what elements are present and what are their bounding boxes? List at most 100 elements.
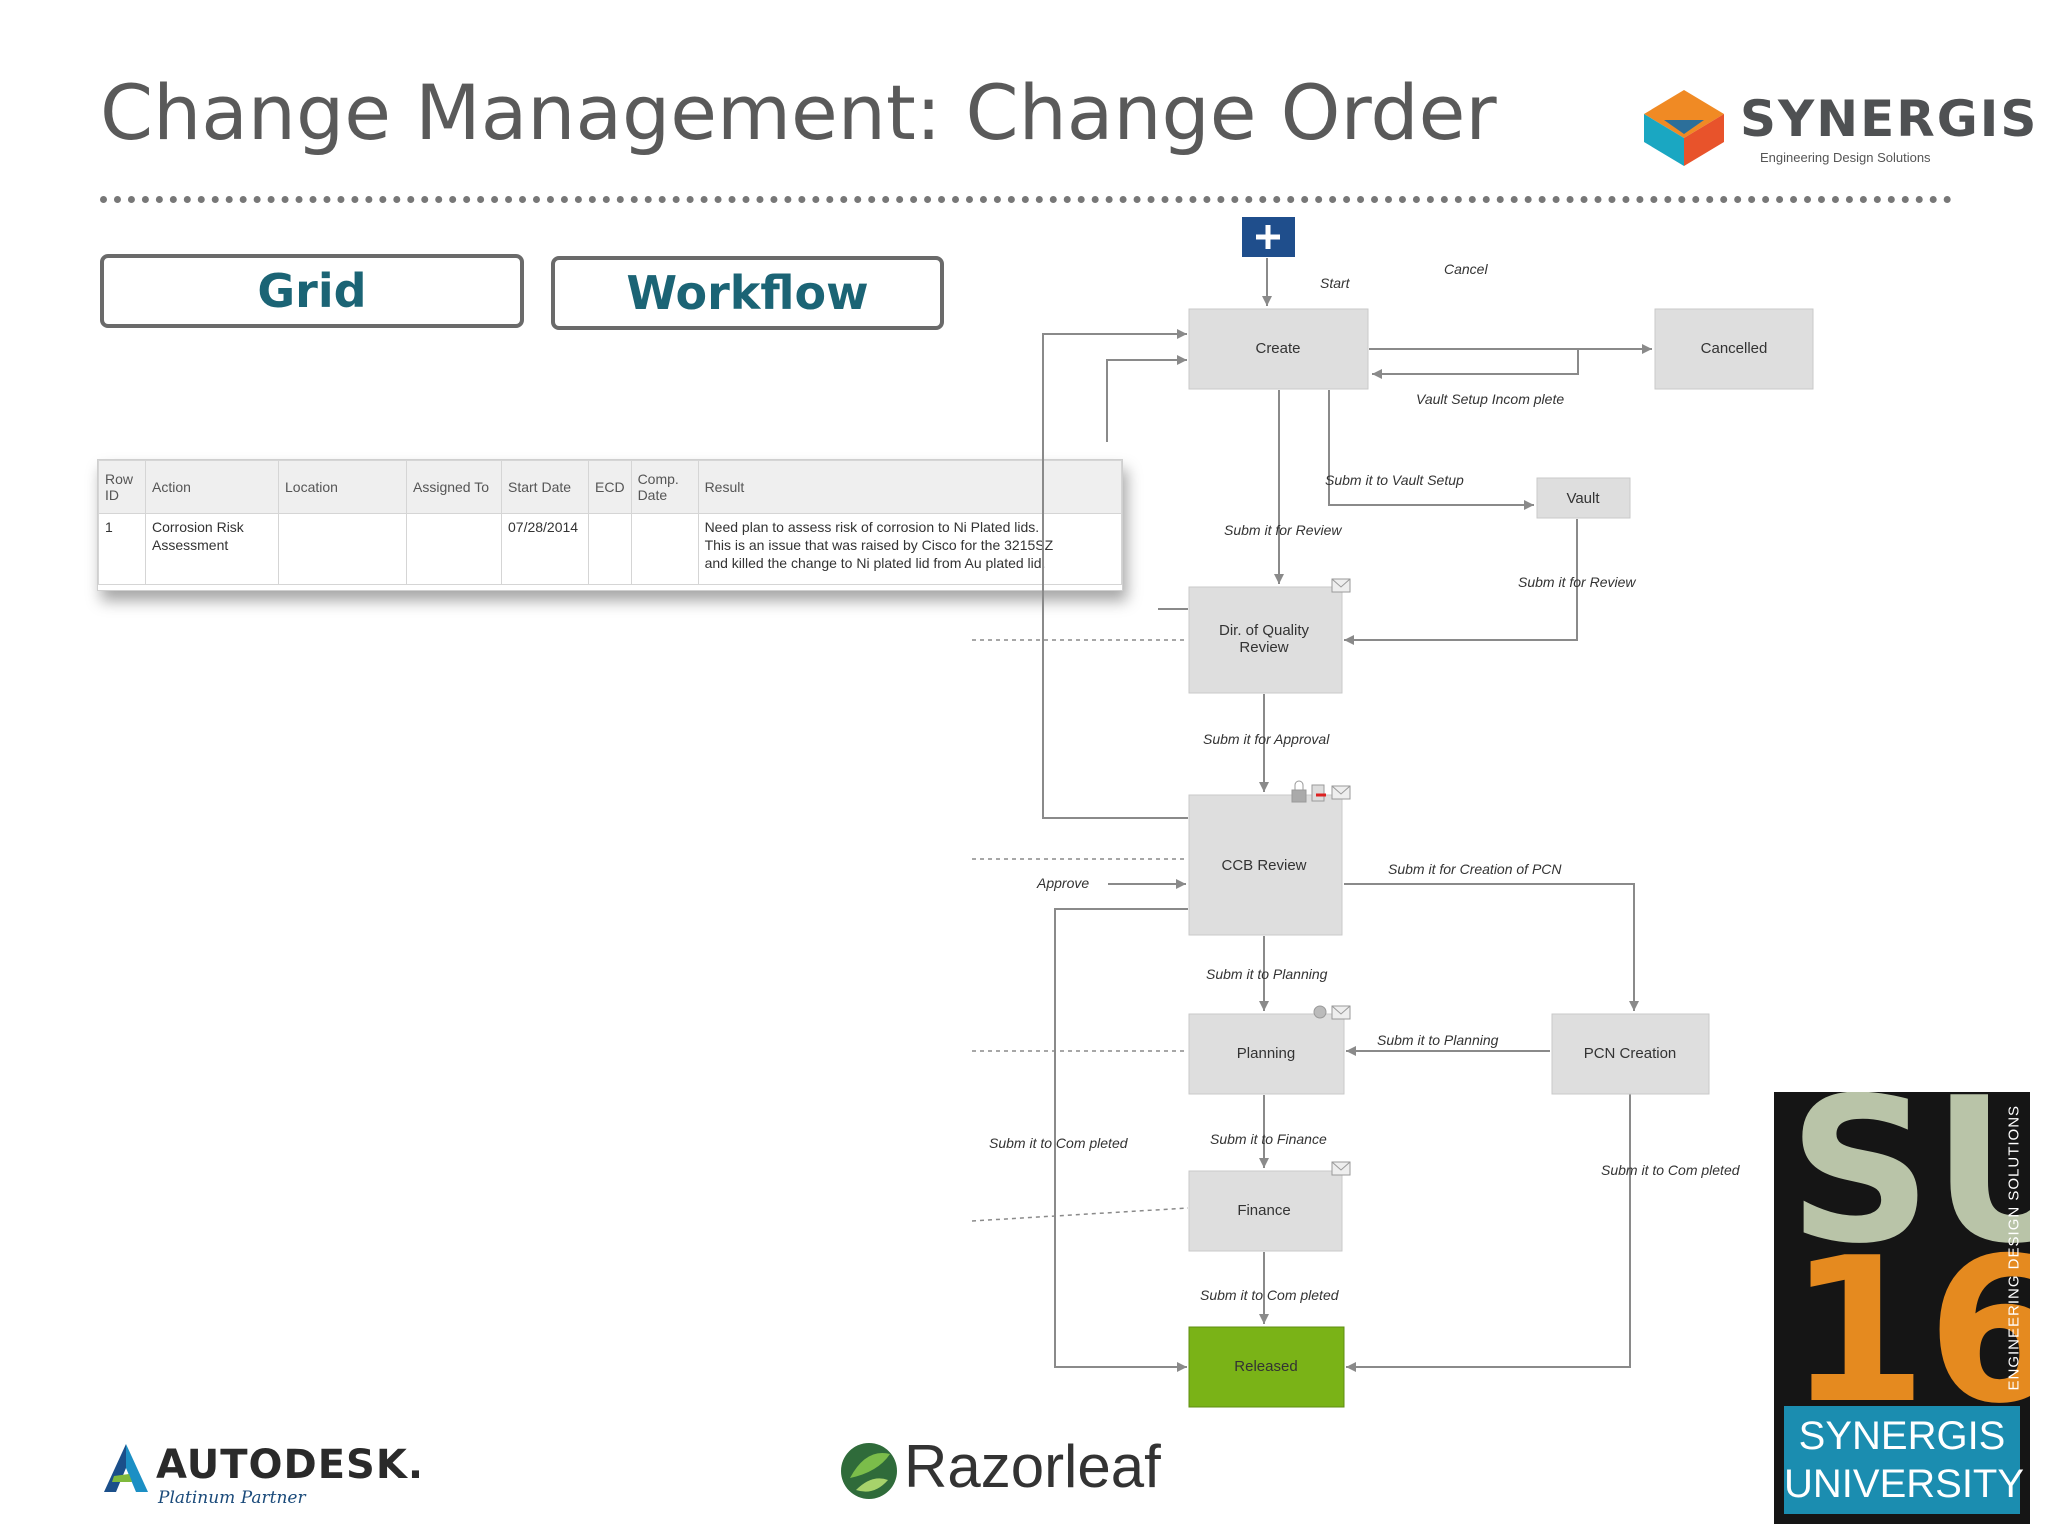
column-header[interactable]: Action xyxy=(145,460,279,514)
autodesk-mark-icon xyxy=(104,1444,148,1492)
column-header[interactable]: Location xyxy=(278,460,407,514)
connector xyxy=(1328,390,1534,510)
workflow-connectors xyxy=(1042,258,1652,1372)
su-line-1: SYNERGIS xyxy=(1798,1414,2006,1458)
autodesk-wordmark: AUTODESK. xyxy=(156,1442,425,1488)
transition-label[interactable]: Cancel xyxy=(1444,261,1488,277)
start-plus-button[interactable] xyxy=(1242,217,1295,257)
table-row[interactable]: 1 Corrosion Risk Assessment 07/28/2014 N… xyxy=(98,513,1123,585)
connector xyxy=(1346,1093,1631,1372)
gear-icon[interactable] xyxy=(1313,1005,1327,1019)
state-pcn-creation[interactable]: PCN Creation xyxy=(1551,1013,1710,1095)
result-line: Need plan to assess risk of corrosion to… xyxy=(704,519,1040,535)
plus-icon xyxy=(1256,225,1280,249)
state-finance[interactable]: Finance xyxy=(1188,1170,1343,1252)
razorleaf-logo: Razorleaf xyxy=(838,1432,1161,1512)
envelope-icon[interactable] xyxy=(1331,1005,1351,1020)
tab-grid[interactable]: Grid xyxy=(100,254,524,328)
connector xyxy=(1106,355,1187,442)
cell-comp-date[interactable] xyxy=(630,513,699,585)
connector xyxy=(1372,349,1579,379)
envelope-icon[interactable] xyxy=(1331,785,1351,800)
razorleaf-wordmark: Razorleaf xyxy=(904,1433,1161,1500)
document-export-icon[interactable] xyxy=(1311,784,1326,802)
connector xyxy=(1344,519,1578,645)
synergis-mark-icon xyxy=(1644,90,1724,166)
transition-labels: Start Cancel Vault Setup Incom plete Sub… xyxy=(989,261,1741,1303)
state-label: Review xyxy=(1239,639,1288,656)
column-header[interactable]: Comp. Date xyxy=(630,460,699,514)
synergis-tagline: Engineering Design Solutions xyxy=(1760,150,1931,165)
autodesk-logo: AUTODESK. Platinum Partner xyxy=(100,1438,423,1508)
lock-icon[interactable] xyxy=(1291,780,1307,803)
state-label: Cancelled xyxy=(1701,340,1768,357)
state-label: Finance xyxy=(1237,1202,1290,1219)
state-label: Create xyxy=(1255,340,1300,357)
transition-label[interactable]: Approve xyxy=(1036,875,1089,891)
transition-label[interactable]: Subm it for Review xyxy=(1518,574,1636,590)
column-header[interactable]: Row ID xyxy=(98,460,146,514)
transition-label[interactable]: Subm it to Com pleted xyxy=(1601,1162,1741,1178)
cell-result[interactable]: Need plan to assess risk of corrosion to… xyxy=(697,513,1123,585)
table-header-row: Row ID Action Location Assigned To Start… xyxy=(98,460,1123,514)
column-header[interactable]: ECD xyxy=(588,460,632,514)
synergis-logo: SYNERGIS Engineering Design Solutions xyxy=(1640,86,2036,170)
su-letters: SU 16 xyxy=(1788,1092,2030,1448)
state-vault[interactable]: Vault xyxy=(1536,477,1631,519)
su-bottom: 16 xyxy=(1788,1215,2030,1448)
page-title: Change Management: Change Order xyxy=(100,68,1497,157)
dashed-connectors xyxy=(971,639,1189,1222)
transition-label[interactable]: Subm it to Planning xyxy=(1377,1032,1499,1048)
cell-location[interactable] xyxy=(278,513,407,585)
transition-label[interactable]: Subm it for Review xyxy=(1224,522,1342,538)
envelope-icon[interactable] xyxy=(1331,1161,1351,1176)
autodesk-tier: Platinum Partner xyxy=(158,1488,306,1508)
synergis-wordmark: SYNERGIS xyxy=(1740,90,2039,148)
transition-label[interactable]: Subm it to Vault Setup xyxy=(1325,472,1464,488)
column-header[interactable]: Assigned To xyxy=(406,460,502,514)
transition-label[interactable]: Subm it to Com pleted xyxy=(1200,1287,1340,1303)
connector xyxy=(1054,908,1188,1372)
su-university-banner: SYNERGIS UNIVERSITY xyxy=(1784,1406,2025,1514)
cell-start-date[interactable]: 07/28/2014 xyxy=(501,513,589,585)
action-grid: Row ID Action Location Assigned To Start… xyxy=(97,459,1123,591)
state-ccb-review[interactable]: CCB Review xyxy=(1188,794,1343,936)
state-label: PCN Creation xyxy=(1584,1045,1677,1062)
state-icons xyxy=(1291,578,1351,1176)
su-side-text: ENGINEERING DESIGN SOLUTIONS xyxy=(2005,1104,2023,1391)
state-label: Vault xyxy=(1566,490,1600,507)
transition-label[interactable]: Vault Setup Incom plete xyxy=(1416,391,1564,407)
cell-row-id[interactable]: 1 xyxy=(98,513,146,585)
state-released[interactable]: Released xyxy=(1188,1326,1345,1408)
su-line-2: UNIVERSITY xyxy=(1784,1462,2025,1506)
state-label: Planning xyxy=(1237,1045,1295,1062)
column-header[interactable]: Start Date xyxy=(501,460,589,514)
state-label: CCB Review xyxy=(1221,857,1306,874)
state-label: Released xyxy=(1234,1358,1297,1375)
title-divider xyxy=(100,196,1952,203)
dashed-connector xyxy=(971,1207,1189,1222)
connector xyxy=(1042,329,1188,819)
synergis-university-logo: SU 16 ENGINEERING DESIGN SOLUTIONS SYNER… xyxy=(1774,1092,2030,1524)
transition-label[interactable]: Subm it for Creation of PCN xyxy=(1388,861,1562,877)
transition-label[interactable]: Subm it to Com pleted xyxy=(989,1135,1129,1151)
column-header[interactable]: Result xyxy=(697,460,1123,514)
transition-label[interactable]: Subm it to Planning xyxy=(1206,966,1328,982)
connector xyxy=(1344,883,1639,1011)
state-cancelled[interactable]: Cancelled xyxy=(1654,308,1814,390)
transition-label[interactable]: Subm it to Finance xyxy=(1210,1131,1327,1147)
envelope-icon[interactable] xyxy=(1331,578,1351,593)
state-create[interactable]: Create xyxy=(1188,308,1369,390)
state-label: Dir. of Quality xyxy=(1219,622,1310,639)
cell-assigned-to[interactable] xyxy=(406,513,502,585)
tab-workflow[interactable]: Workflow xyxy=(551,256,944,330)
action-table: Row ID Action Location Assigned To Start… xyxy=(98,460,1123,585)
state-planning[interactable]: Planning xyxy=(1188,1013,1345,1095)
result-line: This is an issue that was raised by Cisc… xyxy=(704,537,1054,553)
cell-action[interactable]: Corrosion Risk Assessment xyxy=(145,513,279,585)
transition-label[interactable]: Subm it for Approval xyxy=(1203,731,1330,747)
state-quality-review[interactable]: Dir. of Quality Review xyxy=(1188,586,1343,694)
result-line: and killed the change to Ni plated lid f… xyxy=(704,555,1046,571)
transition-label[interactable]: Start xyxy=(1320,275,1351,291)
